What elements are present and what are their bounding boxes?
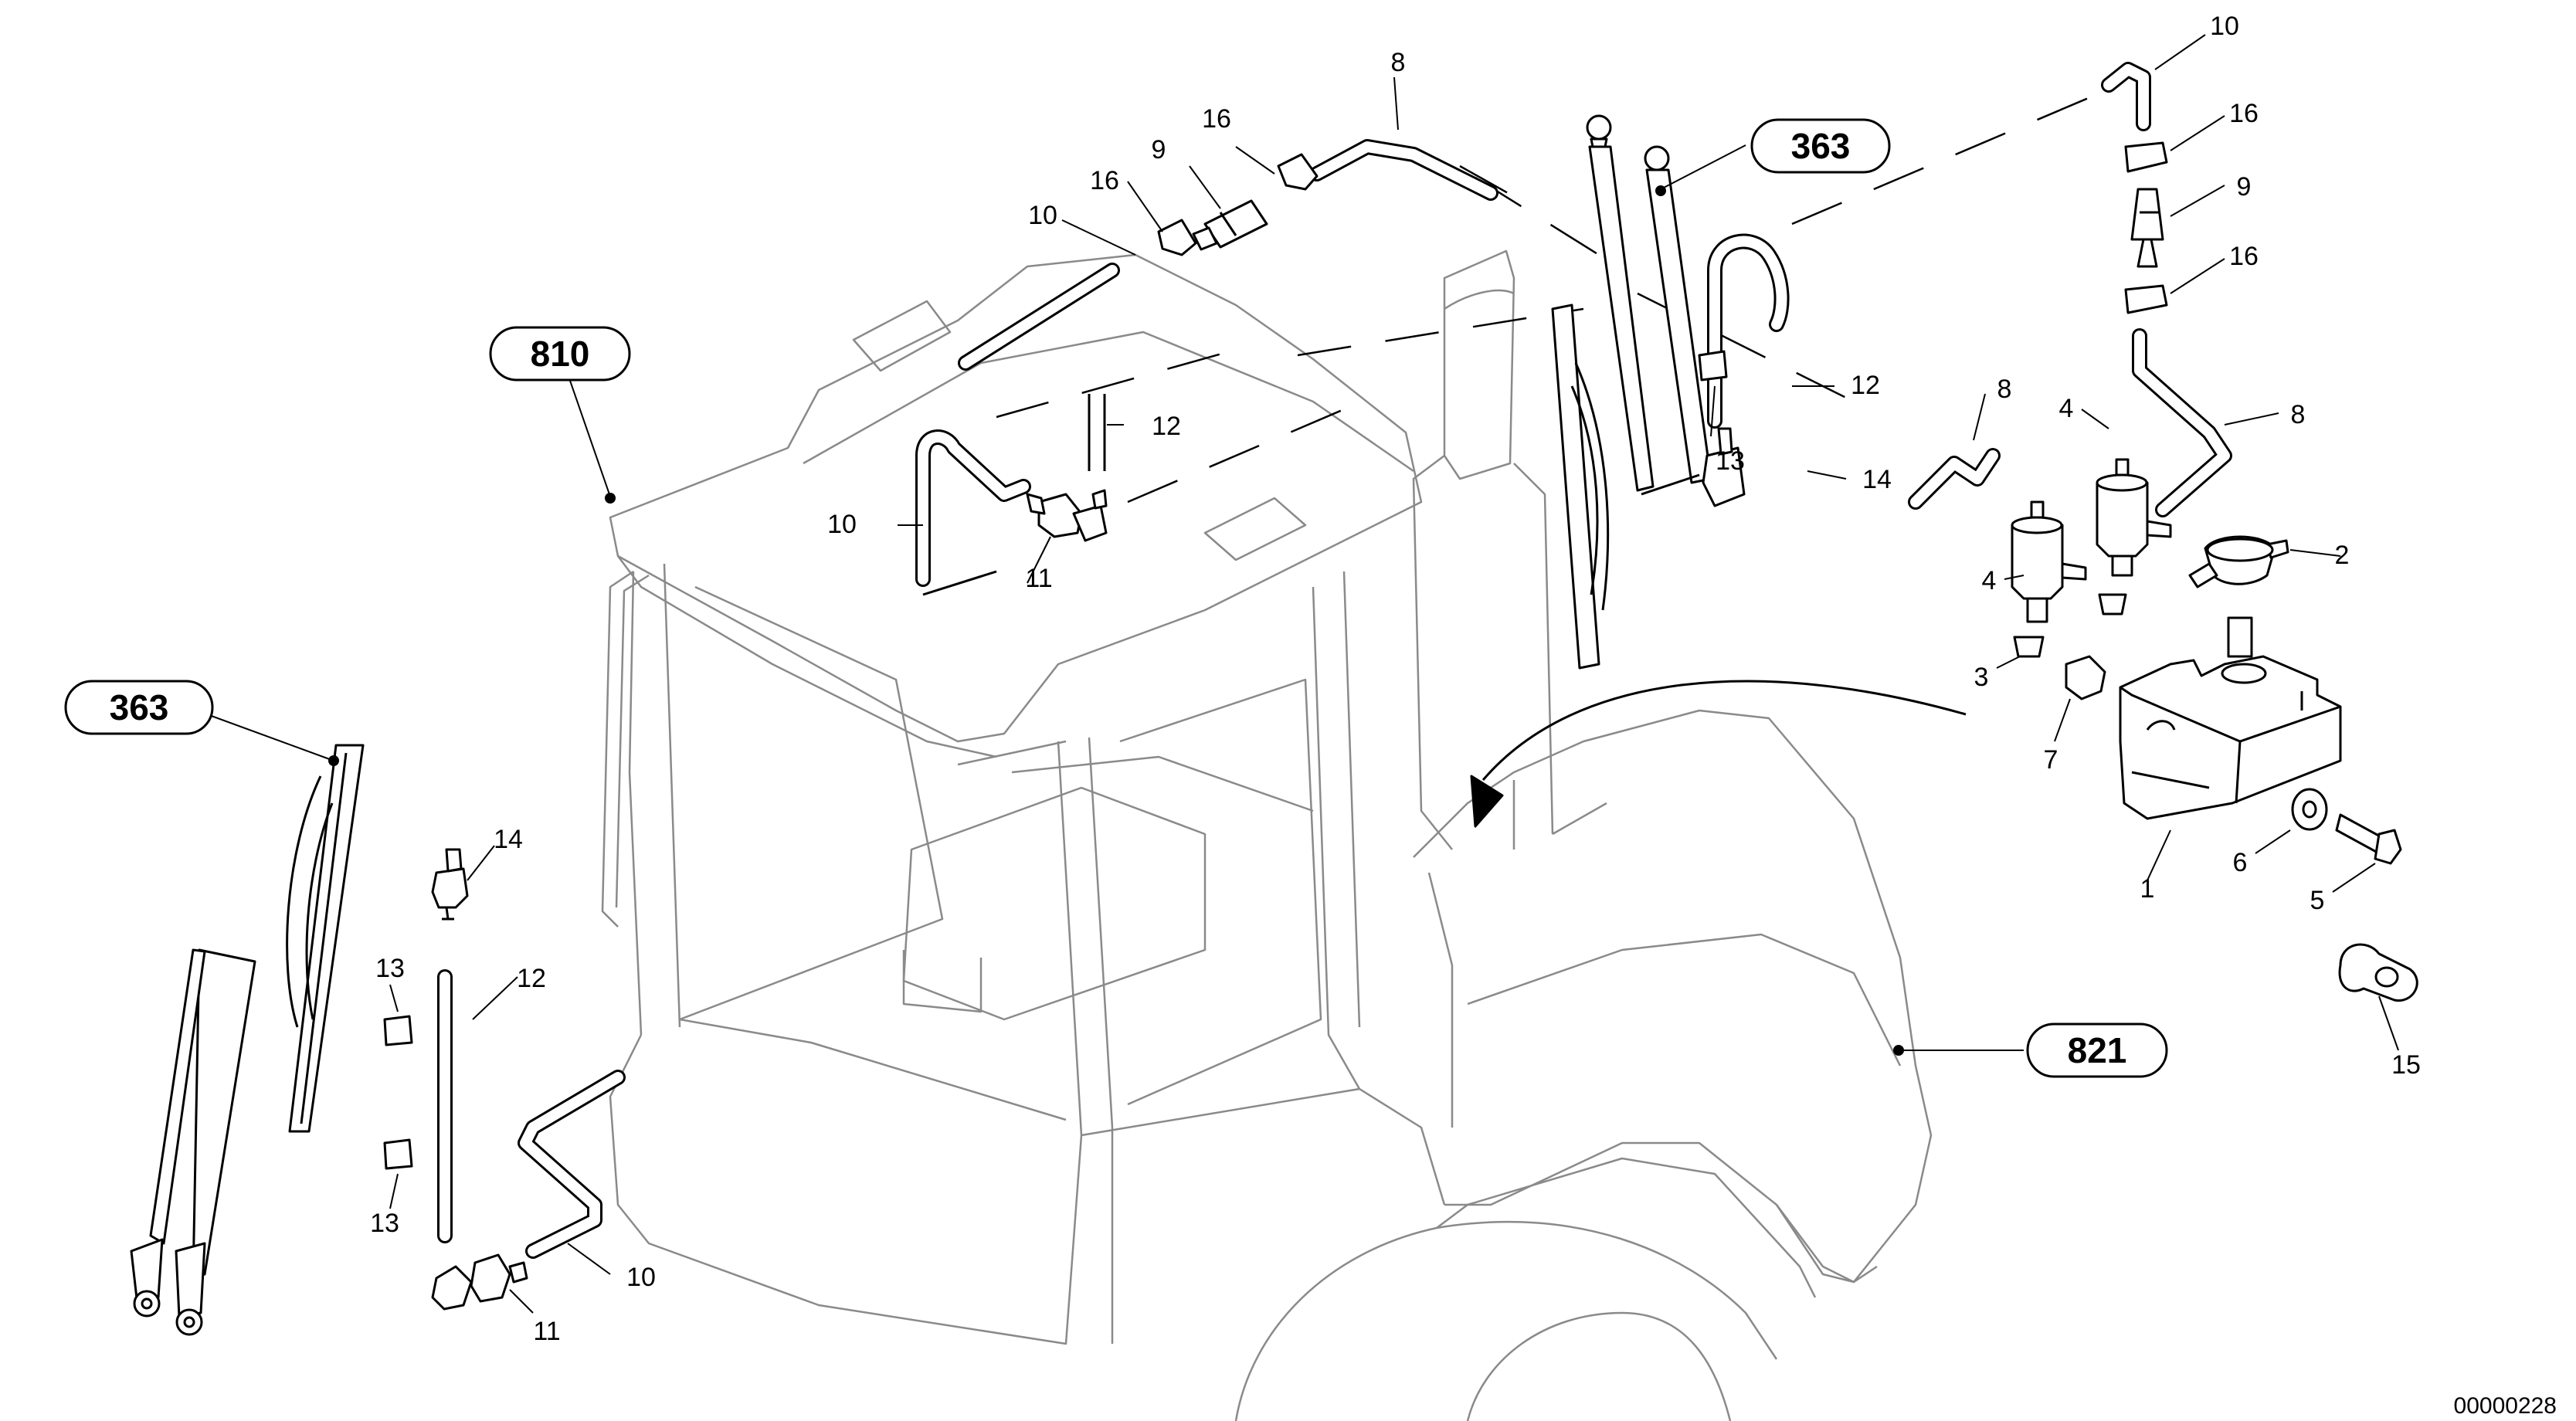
reference-pill <box>2026 1023 2168 1078</box>
callout-13: 13 <box>1716 446 1745 476</box>
callout-10: 10 <box>626 1263 656 1292</box>
reference-pill <box>489 326 631 382</box>
reference-363-left: 363 <box>110 687 169 727</box>
callout-3: 3 <box>1974 663 1989 692</box>
routing-lines <box>996 91 2102 504</box>
callout-1: 1 <box>2140 874 2155 904</box>
callout-16: 16 <box>1202 104 1231 134</box>
callout-4: 4 <box>2059 394 2074 423</box>
reference-pill <box>64 680 214 735</box>
callout-9: 9 <box>1152 135 1166 164</box>
callout-9: 9 <box>2237 172 2252 202</box>
callout-12: 12 <box>517 964 546 993</box>
leader-lines <box>200 34 2399 1314</box>
callout-13: 13 <box>375 954 405 983</box>
callout-7: 7 <box>2044 745 2058 775</box>
left-wiper-assembly <box>130 744 365 1336</box>
right-wiper-assembly <box>1551 114 1712 670</box>
left-hose-assembly <box>383 848 626 1311</box>
drawing-code: 00000228 <box>2454 1393 2557 1419</box>
callout-16: 16 <box>2229 99 2259 128</box>
roof-nozzle-assembly <box>915 394 1108 596</box>
callout-11: 11 <box>1025 564 1052 593</box>
callout-8: 8 <box>1391 48 1406 77</box>
callout-5: 5 <box>2310 886 2325 915</box>
callout-16: 16 <box>2229 242 2259 271</box>
top-hose-assembly <box>958 139 1498 371</box>
machine-outline <box>601 249 1933 1421</box>
callout-4: 4 <box>1982 566 1997 595</box>
callout-11: 11 <box>533 1317 560 1346</box>
callout-2: 2 <box>2335 541 2350 570</box>
callout-13: 13 <box>370 1209 399 1238</box>
callout-16: 16 <box>1090 166 1119 195</box>
washer-reservoir-assembly <box>1470 458 2418 1002</box>
callout-10: 10 <box>827 510 857 539</box>
callout-15: 15 <box>2391 1050 2421 1080</box>
reference-dots <box>328 185 1904 1056</box>
callout-10: 10 <box>2210 12 2239 41</box>
reference-pill <box>1750 118 1891 174</box>
reference-labels: 363 363 810 821 <box>64 118 2168 1078</box>
right-hose-assembly <box>1698 62 2232 517</box>
part-callouts: 8 8 8 9 9 10 10 10 10 11 11 12 12 12 13 … <box>370 12 2557 1419</box>
callout-12: 12 <box>1152 412 1181 441</box>
reference-821: 821 <box>2068 1030 2127 1070</box>
callout-14: 14 <box>494 825 523 854</box>
callout-12: 12 <box>1851 371 1880 400</box>
callout-8: 8 <box>2291 400 2306 429</box>
callout-8: 8 <box>1997 375 2012 404</box>
callout-6: 6 <box>2233 848 2248 877</box>
callout-10: 10 <box>1028 201 1057 230</box>
reference-363-upper: 363 <box>1791 126 1851 166</box>
callout-14: 14 <box>1862 465 1892 494</box>
reference-810: 810 <box>531 334 590 374</box>
